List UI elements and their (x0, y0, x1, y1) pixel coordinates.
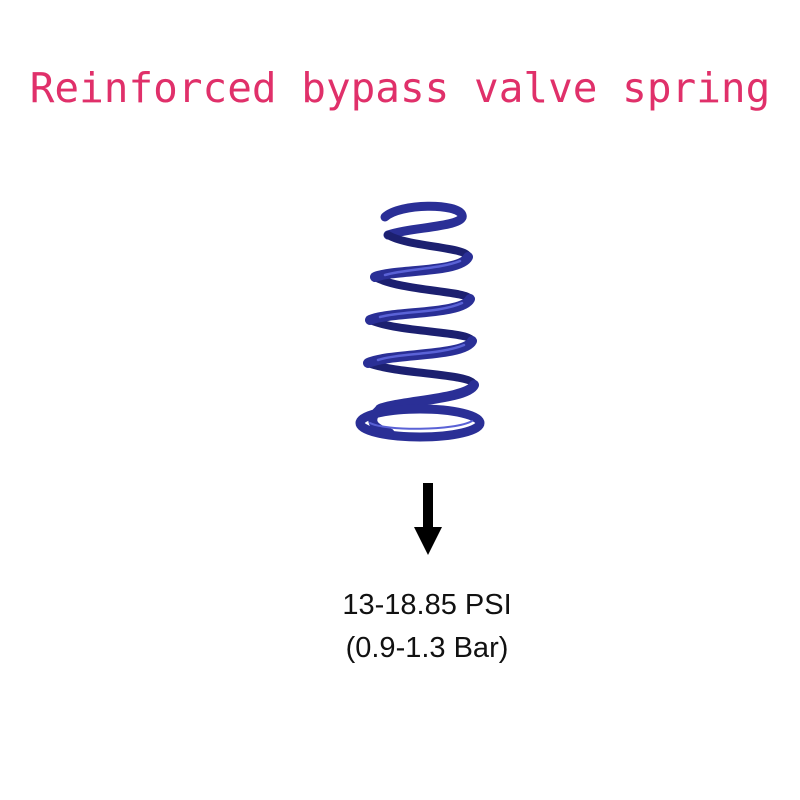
down-arrow-icon (414, 483, 442, 555)
pressure-psi-label: 13-18.85 PSI (342, 589, 512, 621)
spring-image (355, 201, 485, 442)
page-title: Reinforced bypass valve spring (29, 64, 771, 112)
pressure-bar-label: (0.9-1.3 Bar) (345, 632, 509, 664)
